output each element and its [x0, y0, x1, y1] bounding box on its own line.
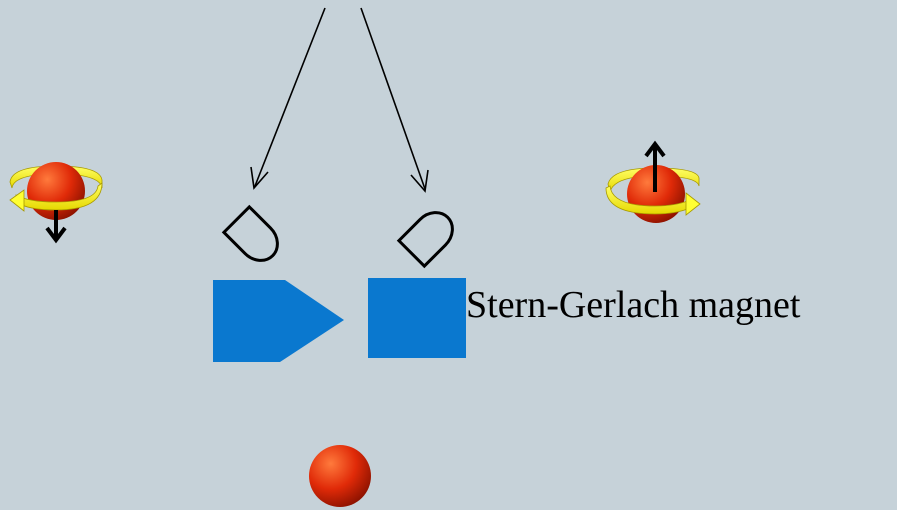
beam-arrowhead-left [250, 166, 269, 190]
atom-incoming-icon [309, 445, 371, 507]
beam-lines [250, 7, 429, 193]
magnet-label: Stern-Gerlach magnet [466, 284, 801, 326]
atom-spin-down [9, 162, 103, 244]
ring-arrowhead-icon [685, 192, 701, 216]
beam-line-left [254, 7, 326, 187]
ring-arrowhead-icon [9, 189, 25, 212]
magnet-pole-south [368, 278, 466, 358]
atom-spin-up [605, 140, 701, 223]
detector-left [221, 204, 279, 262]
magnet-pole-north [213, 280, 344, 362]
spin-up-arrow-icon [644, 140, 666, 158]
detector-right [396, 211, 454, 269]
beam-line-right [360, 7, 426, 190]
spin-ring-back-icon [9, 165, 103, 189]
spin-down-arrow-icon [45, 226, 67, 244]
beam-arrowhead-right [410, 169, 429, 193]
